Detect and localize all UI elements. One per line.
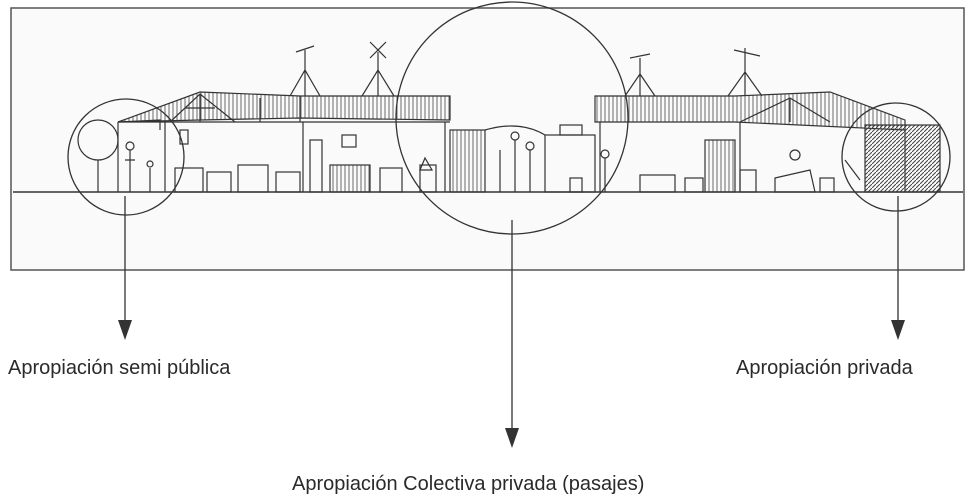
right-house-sketch	[594, 48, 941, 193]
zone-circle-semi-publica	[67, 98, 185, 216]
drawing-frame	[10, 7, 965, 271]
label-semi-publica: Apropiación semi pública	[8, 357, 231, 379]
arrow-colectiva	[505, 220, 519, 448]
label-privada: Apropiación privada	[736, 357, 913, 379]
arrow-privada	[891, 196, 905, 340]
zone-circle-privada	[841, 102, 951, 212]
arrow-semi-publica	[118, 196, 132, 340]
label-colectiva: Apropiación Colectiva privada (pasajes)	[292, 473, 645, 495]
left-house-sketch	[77, 41, 451, 193]
